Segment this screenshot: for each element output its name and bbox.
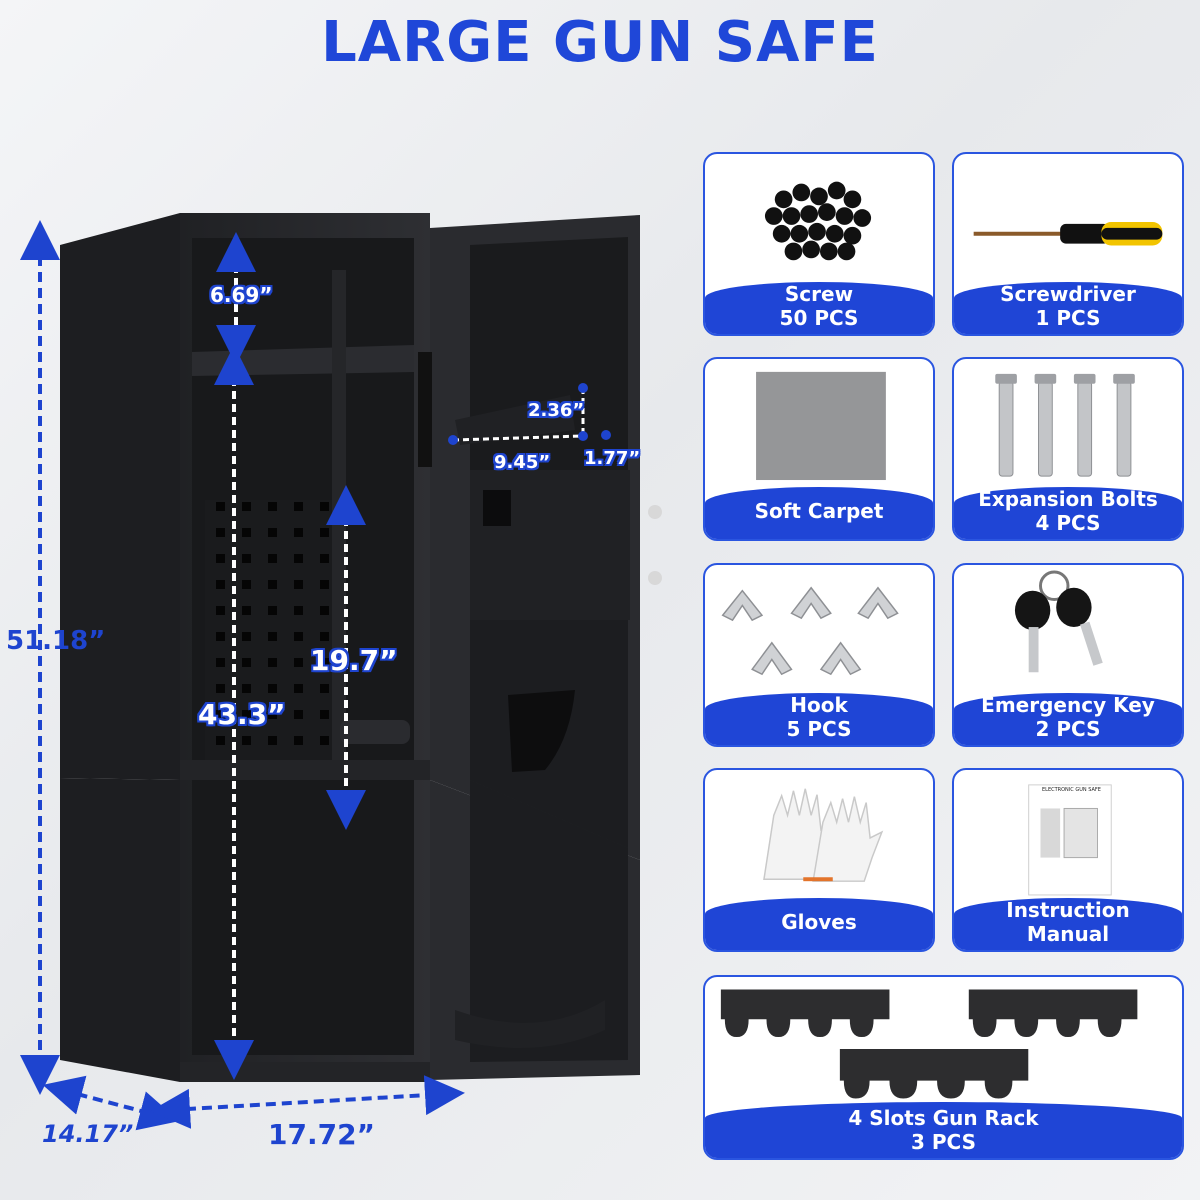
screwdriver-name: Screwdriver bbox=[1000, 282, 1136, 306]
door-slot-depth-label: 1.77” bbox=[584, 448, 641, 469]
key-qty: 2 PCS bbox=[1035, 717, 1101, 741]
accessory-card-gloves: Gloves bbox=[703, 768, 935, 952]
lock-knob-upper bbox=[648, 505, 662, 519]
accessory-card-emergency-key: Emergency Key 2 PCS bbox=[952, 563, 1184, 747]
safe-base-lower bbox=[180, 1062, 430, 1082]
door-slot-width-dim-line bbox=[452, 434, 584, 442]
accessory-card-expansion-bolts: Expansion Bolts 4 PCS bbox=[952, 357, 1184, 541]
safe-base bbox=[180, 760, 430, 780]
safe-side-lower bbox=[60, 778, 180, 1082]
gloves-icon bbox=[763, 788, 884, 882]
gun-rack-name: 4 Slots Gun Rack bbox=[848, 1106, 1039, 1130]
manual-name: Instruction bbox=[1006, 898, 1130, 922]
manual-cover-text: ELECTRONIC GUN SAFE bbox=[1042, 787, 1101, 793]
width-dim-label: 17.72” bbox=[268, 1118, 375, 1151]
bolts-qty: 4 PCS bbox=[1035, 511, 1101, 535]
carpet-name: Soft Carpet bbox=[754, 499, 884, 523]
bolt-icon bbox=[995, 373, 1135, 477]
door-top-holder bbox=[455, 395, 575, 445]
key-name: Emergency Key bbox=[981, 693, 1155, 717]
carpet-icon bbox=[756, 371, 886, 481]
screw-name: Screw bbox=[784, 282, 854, 306]
accessory-card-screw: Screw 50 PCS bbox=[703, 152, 935, 336]
hook-icon bbox=[721, 586, 899, 676]
screw-icon bbox=[764, 181, 872, 261]
door-lower-ext-inner bbox=[470, 780, 628, 1062]
door-slot-height-label: 2.36” bbox=[528, 400, 585, 421]
depth-dim-label: 14.17” bbox=[42, 1120, 134, 1148]
accessory-card-screwdriver: Screwdriver 1 PCS bbox=[952, 152, 1184, 336]
door-pocket-upper bbox=[508, 690, 575, 772]
manual-qty: Manual bbox=[1026, 922, 1110, 946]
interior-rack bbox=[340, 720, 410, 744]
keypad-cover bbox=[483, 490, 511, 526]
gun-rack-qty: 3 PCS bbox=[911, 1130, 976, 1154]
accessory-card-gun-rack: 4 Slots Gun Rack 3 PCS bbox=[703, 975, 1184, 1160]
accessory-card-soft-carpet: Soft Carpet bbox=[703, 357, 935, 541]
width-dim-line bbox=[150, 1075, 465, 1129]
screw-qty: 50 PCS bbox=[779, 306, 859, 330]
screwdriver-qty: 1 PCS bbox=[1035, 306, 1101, 330]
manual-icon bbox=[1028, 784, 1112, 896]
pegboard-dim-label: 19.7” bbox=[310, 644, 398, 677]
vertical-rail bbox=[332, 270, 346, 770]
main-compartment-dim-label: 43.3” bbox=[198, 698, 286, 731]
gun-safe-illustration bbox=[20, 213, 662, 1131]
door-barrel-holder-2 bbox=[455, 1000, 605, 1048]
hook-qty: 5 PCS bbox=[786, 717, 852, 741]
safe-interior-lower bbox=[192, 780, 414, 1055]
door-slot-width-label: 9.45” bbox=[494, 452, 551, 473]
hook-name: Hook bbox=[790, 693, 848, 717]
safe-side-panel bbox=[60, 213, 180, 780]
accessory-card-hook: Hook 5 PCS bbox=[703, 563, 935, 747]
top-compartment-dim-label: 6.69” bbox=[210, 283, 273, 307]
bolts-name: Expansion Bolts bbox=[978, 487, 1158, 511]
accessory-card-instruction-manual: ELECTRONIC GUN SAFE Instruction Manual bbox=[952, 768, 1184, 952]
height-dim-label: 51.18” bbox=[6, 626, 106, 656]
page-title: LARGE GUN SAFE bbox=[321, 10, 879, 75]
screwdriver-icon bbox=[973, 221, 1163, 246]
key-icon bbox=[1014, 570, 1103, 673]
gun-rack-icon bbox=[720, 989, 1138, 1099]
gloves-name: Gloves bbox=[781, 910, 857, 934]
depth-dim-line bbox=[42, 1075, 180, 1131]
hinge-upper bbox=[418, 352, 432, 467]
lock-knob-lower bbox=[648, 571, 662, 585]
